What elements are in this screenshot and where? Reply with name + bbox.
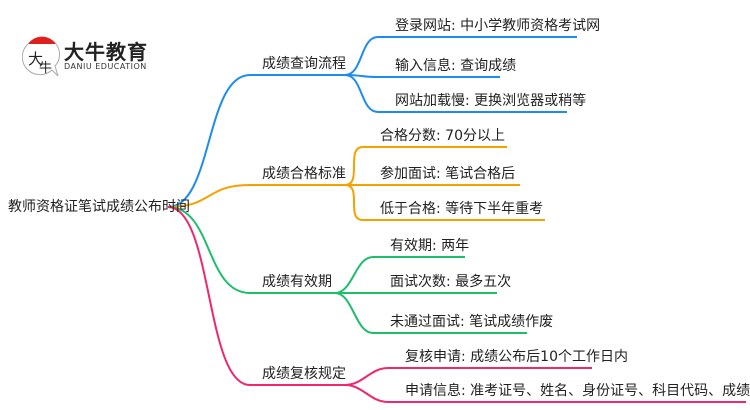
leaf-node[interactable]: 低于合格: 等待下半年重考 [380,201,544,217]
leaf-node[interactable]: 复核申请: 成绩公布后10个工作日内 [405,349,628,365]
leaf-connector [334,256,465,294]
svg-text:大: 大 [28,50,43,68]
daniu-logo: 大 牛 大牛教育 DANIU EDUCATION [21,30,172,80]
leaf-connector [344,74,500,78]
logo-name-cn: 大牛教育 [64,40,148,64]
leaf-node[interactable]: 输入信息: 查询成绩 [395,58,517,74]
leaf-connector [344,146,507,186]
logo-name-en: DANIU EDUCATION [64,62,147,71]
branch-node[interactable]: 成绩有效期 [262,274,332,290]
branch-node[interactable]: 成绩查询流程 [262,56,346,72]
svg-text:牛: 牛 [39,61,52,76]
leaf-node[interactable]: 申请信息: 准考证号、姓名、身份证号、科目代码、成绩、联系电话 [405,383,750,399]
branch-connector [167,206,345,386]
leaf-node[interactable]: 合格分数: 70分以上 [380,128,505,144]
branch-connector [167,206,335,294]
leaf-connector [344,184,545,221]
branch-connector [167,184,345,208]
leaf-node[interactable]: 有效期: 两年 [390,238,470,254]
leaf-node[interactable]: 面试次数: 最多五次 [390,274,512,290]
leaf-connector [334,292,527,334]
leaf-node[interactable]: 未通过面试: 笔试成绩作废 [390,314,554,330]
leaf-node[interactable]: 网站加载慢: 更换浏览器或稍等 [395,93,587,109]
branch-node[interactable]: 成绩合格标准 [262,166,346,182]
leaf-connector [344,74,567,113]
leaf-node[interactable]: 登录网站: 中小学教师资格考试网 [395,18,601,34]
leaf-connector [344,367,592,386]
leaf-connector [344,384,746,403]
leaf-connector [344,36,577,76]
logo-mark-icon: 大 牛 [21,36,61,77]
leaf-node[interactable]: 参加面试: 笔试合格后 [380,166,516,182]
branch-connector [167,74,345,208]
branch-node[interactable]: 成绩复核规定 [262,366,346,382]
root-node: 教师资格证笔试成绩公布时间 [8,199,190,215]
